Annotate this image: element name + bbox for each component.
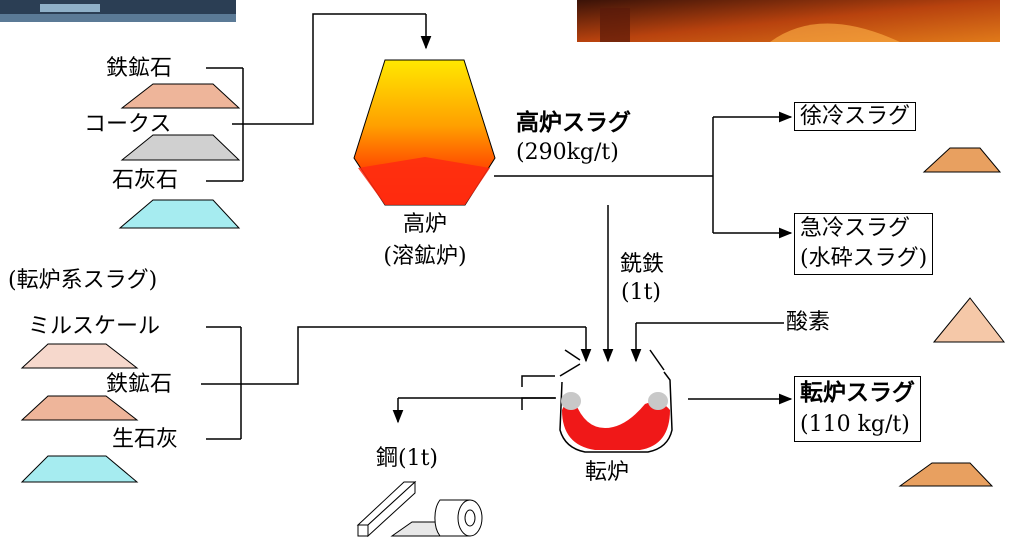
photo-left xyxy=(0,0,236,22)
coke-pile xyxy=(120,134,241,161)
converter-slag-amount: (110 kg/t) xyxy=(800,412,910,437)
label-mill-scale: ミルスケール xyxy=(28,314,161,339)
mill-scale-pile xyxy=(20,343,139,369)
converter-vessel xyxy=(559,371,673,453)
converter-slag-label: 転炉スラグ xyxy=(800,380,915,406)
blast-furnace-sublabel: (溶鉱炉) xyxy=(383,244,467,269)
label-quicklime: 生石灰 xyxy=(112,427,179,452)
oxygen-label: 酸素 xyxy=(786,310,831,335)
slow-cooled-slag-pile xyxy=(922,147,1002,173)
bf-slag-amount: (290kg/t) xyxy=(516,140,619,165)
label-converter-iron-ore: 鉄鉱石 xyxy=(106,372,173,397)
label-iron-ore: 鉄鉱石 xyxy=(106,56,173,81)
granulated-slag-box: 急冷スラグ (水砕スラグ) xyxy=(794,213,934,275)
granulated-slag-line2: (水砕スラグ) xyxy=(800,246,928,271)
photo-right xyxy=(577,0,1000,42)
steel-billet xyxy=(356,480,417,538)
granulated-slag-line1: 急冷スラグ xyxy=(800,216,911,241)
slow-cooled-slag-box: 徐冷スラグ xyxy=(794,102,917,131)
bf-slag-label: 高炉スラグ xyxy=(516,110,631,136)
steel-coil xyxy=(390,499,483,537)
label-limestone: 石灰石 xyxy=(112,168,179,193)
pig-iron-label: 銑鉄 xyxy=(620,252,665,277)
iron-ore-pile xyxy=(120,83,241,109)
converter-iron-ore-pile xyxy=(20,395,139,421)
blast-furnace-shape xyxy=(353,59,496,206)
granulated-slag-pile xyxy=(932,297,1006,343)
converter-slag-box: 転炉スラグ (110 kg/t) xyxy=(794,376,921,442)
steel-label: 鋼(1t) xyxy=(376,446,439,471)
quicklime-pile xyxy=(20,455,139,483)
converter-group-label: (転炉系スラグ) xyxy=(8,268,158,293)
pig-iron-amount: (1t) xyxy=(621,280,662,305)
converter-label: 転炉 xyxy=(585,460,630,485)
label-coke: コークス xyxy=(84,112,172,137)
blast-furnace-label: 高炉 xyxy=(402,212,447,237)
limestone-pile xyxy=(118,199,241,229)
converter-slag-pile xyxy=(898,462,994,487)
